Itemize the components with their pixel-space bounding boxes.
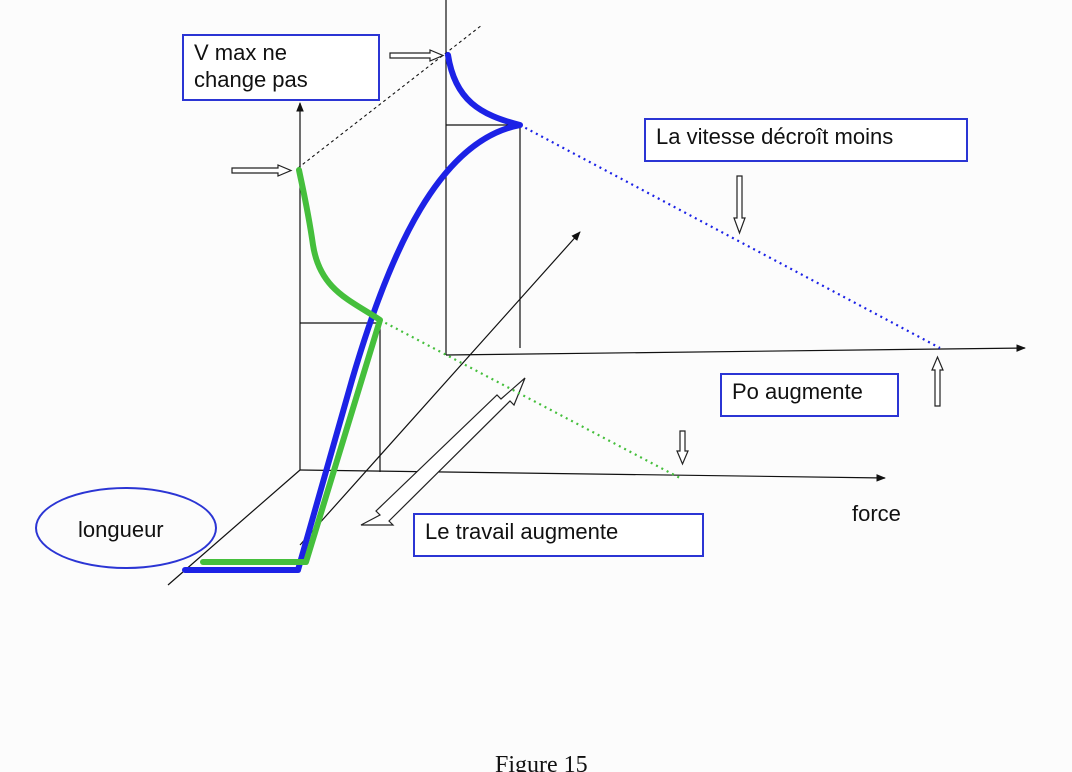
vmax-arrow-back: [389, 49, 445, 62]
vitesse-down-arrow: [733, 175, 746, 235]
green-dotted-extension: [379, 319, 681, 479]
longueur-label: longueur: [78, 517, 164, 542]
vmax-label: V max ne change pas: [182, 34, 380, 101]
front-length-axis: [167, 469, 301, 586]
po-up-arrow: [931, 355, 944, 407]
travail-label: Le travail augmente: [413, 513, 704, 557]
blue-dotted-extension: [519, 124, 941, 349]
vmax-dashed-line: [297, 24, 483, 169]
indicator-arrows: [231, 49, 944, 526]
back-force-axis: [445, 344, 1026, 356]
green-intercept-down-arrow: [676, 430, 689, 466]
length-axis: [299, 231, 581, 546]
figure-caption: Figure 15: [495, 752, 588, 772]
front-force-axis: [299, 469, 886, 482]
longueur-ellipse: [35, 487, 217, 569]
green-curve: [200, 167, 383, 565]
po-label: Po augmente: [720, 373, 899, 417]
blue-curve: [182, 52, 523, 573]
travail-double-arrow: [360, 377, 526, 526]
vitesse-label: La vitesse décroît moins: [644, 118, 968, 162]
vmax-arrow-front: [231, 164, 293, 177]
force-axis-label: force: [852, 501, 901, 526]
front-axes: [167, 102, 886, 586]
